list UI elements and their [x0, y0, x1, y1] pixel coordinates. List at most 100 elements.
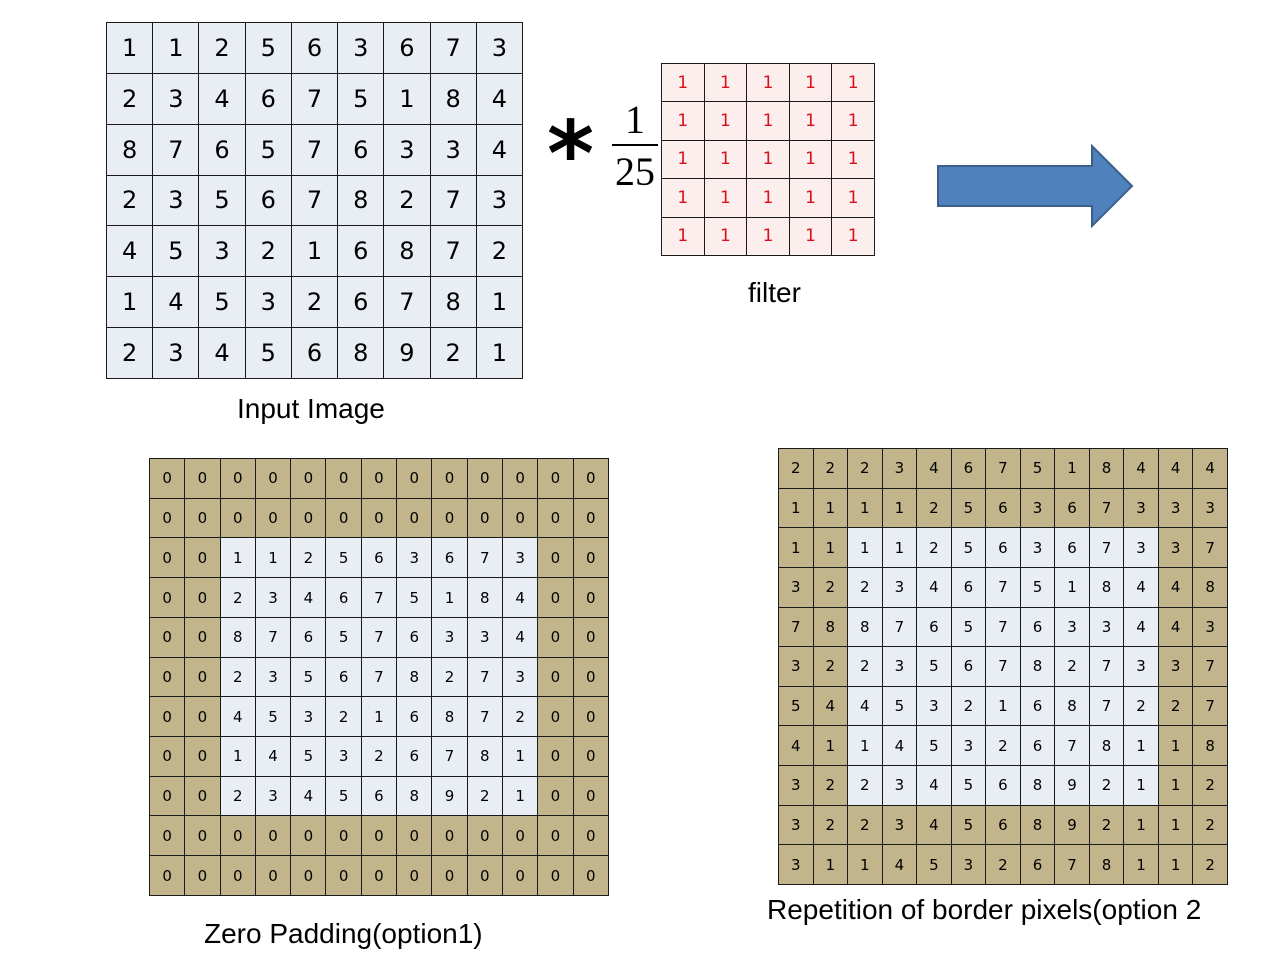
- input-image-cell: 3: [244, 276, 292, 329]
- zero-padding-cell: 0: [290, 458, 327, 499]
- zero-padding-cell: 5: [325, 775, 362, 817]
- input-image-cell: 4: [475, 72, 524, 125]
- zero-padding-cell: 0: [148, 497, 186, 539]
- zero-padding-cell: 0: [466, 855, 503, 896]
- border-repetition-cell: 2: [847, 646, 883, 687]
- zero-padding-cell: 0: [572, 497, 610, 539]
- border-repetition-cell: 6: [950, 448, 987, 489]
- zero-padding-cell: 6: [325, 656, 362, 698]
- filter-cell: 1: [831, 216, 875, 257]
- border-repetition-cell: 3: [950, 725, 987, 766]
- zero-padding-cell: 7: [466, 656, 503, 698]
- border-repetition-cell: 6: [1019, 725, 1056, 766]
- border-repetition-cell: 2: [1054, 646, 1090, 687]
- border-repetition-cell: 2: [812, 566, 849, 608]
- border-repetition-cell: 7: [1192, 685, 1228, 727]
- border-repetition-cell: 4: [1192, 448, 1228, 489]
- zero-padding-cell: 7: [360, 577, 398, 618]
- input-image-cell: 6: [337, 225, 385, 278]
- zero-padding-cell: 2: [501, 696, 539, 738]
- zero-padding-cell: 0: [325, 497, 362, 539]
- border-repetition-cell: 4: [881, 844, 918, 885]
- border-repetition-cell: 3: [1054, 606, 1090, 648]
- zero-padding-cell: 0: [396, 458, 433, 499]
- border-repetition-cell: 2: [985, 725, 1021, 766]
- input-image-cell: 6: [337, 276, 385, 329]
- border-repetition-cell: 4: [1123, 448, 1159, 489]
- zero-padding-cell: 1: [431, 577, 468, 618]
- border-repetition-cell: 1: [1157, 804, 1194, 846]
- border-repetition-cell: 8: [1192, 725, 1228, 766]
- zero-padding-cell: 0: [431, 497, 468, 539]
- zero-padding-cell: 0: [148, 458, 186, 499]
- zero-padding-cell: 0: [537, 815, 574, 857]
- fraction-bar: [612, 144, 658, 146]
- border-repetition-cell: 6: [985, 804, 1021, 846]
- border-repetition-cell: 7: [1192, 646, 1228, 687]
- border-repetition-cell: 2: [778, 448, 814, 489]
- border-repetition-cell: 6: [916, 606, 952, 648]
- zero-padding-cell: 0: [537, 458, 574, 499]
- input-image-cell: 6: [244, 174, 292, 227]
- zero-padding-cell: 8: [431, 696, 468, 738]
- filter-cell: 1: [788, 139, 833, 180]
- zero-padding-cell: 4: [290, 775, 327, 817]
- border-repetition-cell: 7: [985, 606, 1021, 648]
- zero-padding-cell: 0: [537, 497, 574, 539]
- border-repetition-cell: 2: [1192, 804, 1228, 846]
- border-repetition-cell: 3: [778, 566, 814, 608]
- zero-padding-cell: 0: [219, 815, 256, 857]
- border-repetition-cell: 7: [985, 448, 1021, 489]
- zero-padding-cell: 1: [501, 775, 539, 817]
- border-repetition-cell: 1: [812, 527, 849, 568]
- border-repetition-cell: 6: [950, 566, 987, 608]
- input-image-cell: 3: [475, 22, 524, 74]
- input-image-cell: 6: [198, 123, 246, 176]
- zero-padding-cell: 0: [148, 815, 186, 857]
- zero-padding-cell: 0: [572, 577, 610, 618]
- border-repetition-cell: 1: [1054, 566, 1090, 608]
- zero-padding-cell: 0: [148, 616, 186, 658]
- border-repetition-cell: 5: [1019, 448, 1056, 489]
- border-repetition-cell: 2: [812, 448, 849, 489]
- border-repetition-cell: 6: [1019, 844, 1056, 885]
- zero-padding-cell: 1: [254, 537, 292, 579]
- zero-padding-cell: 0: [572, 616, 610, 658]
- border-repetition-cell: 2: [985, 844, 1021, 885]
- zero-padding-cell: 0: [501, 458, 539, 499]
- border-repetition-cell: 3: [881, 448, 918, 489]
- border-repetition-cell: 9: [1054, 804, 1090, 846]
- border-repetition-cell: 4: [916, 765, 952, 806]
- zero-padding-cell: 0: [148, 736, 186, 777]
- border-repetition-cell: 8: [812, 606, 849, 648]
- zero-padding-cell: 0: [184, 616, 221, 658]
- zero-padding-cell: 0: [537, 616, 574, 658]
- zero-padding-cell: 6: [431, 537, 468, 579]
- zero-padding-cell: 0: [572, 775, 610, 817]
- filter-cell: 1: [661, 178, 705, 218]
- filter-cell: 1: [661, 62, 705, 103]
- border-repetition-cell: 3: [881, 646, 918, 687]
- border-repetition-cell: 5: [916, 725, 952, 766]
- zero-padding-cell: 0: [219, 497, 256, 539]
- zero-padding-cell: 0: [466, 815, 503, 857]
- border-repetition-cell: 3: [778, 646, 814, 687]
- input-image-cell: 5: [244, 327, 292, 379]
- border-repetition-cell: 9: [1054, 765, 1090, 806]
- zero-padding-cell: 0: [148, 577, 186, 618]
- border-repetition-cell: 8: [1088, 725, 1125, 766]
- zero-padding-cell: 3: [501, 656, 539, 698]
- input-image-cell: 7: [290, 72, 339, 125]
- zero-padding-cell: 8: [466, 736, 503, 777]
- border-repetition-cell: 5: [950, 487, 987, 529]
